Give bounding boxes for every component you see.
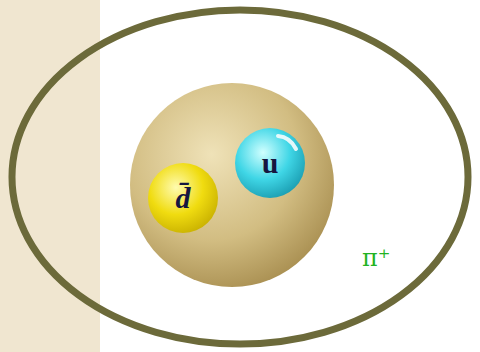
particle-name: π⁺ — [362, 246, 390, 270]
antiquark-circle: d̄ — [147, 162, 219, 234]
quark-symbol: d̄ — [176, 183, 191, 213]
highlight — [278, 136, 296, 149]
quark-ball — [235, 128, 305, 198]
quark-ball — [148, 163, 218, 233]
quark-circle: u — [234, 127, 306, 199]
background — [100, 0, 480, 352]
pion-sphere — [130, 83, 334, 287]
quark-symbol: u — [262, 148, 279, 178]
frame-ellipse — [12, 10, 468, 344]
